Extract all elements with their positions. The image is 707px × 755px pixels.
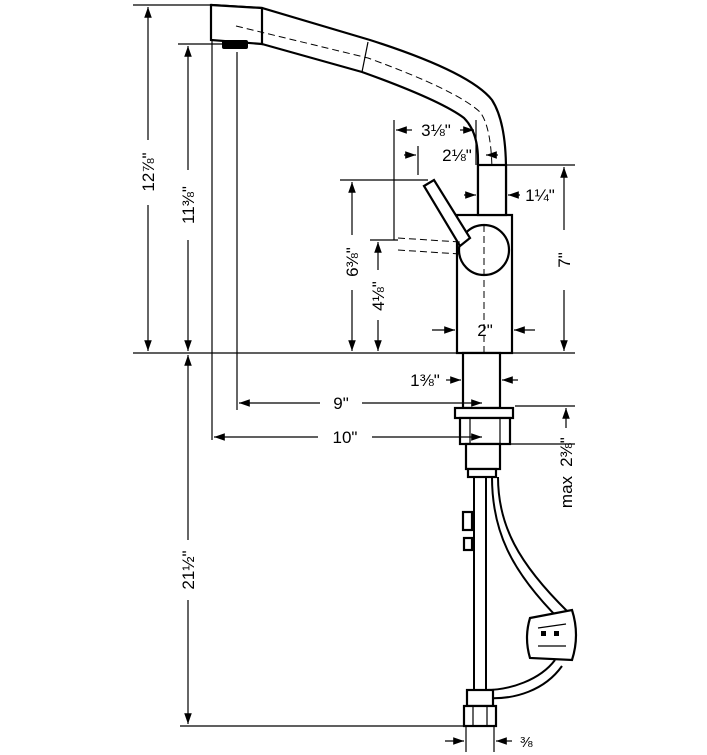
faucet-neck <box>476 163 508 217</box>
supply-fitting <box>465 688 495 708</box>
hose-clip <box>461 510 474 532</box>
hose-clip-2 <box>462 536 474 552</box>
hose-weight <box>525 608 578 662</box>
aerator <box>222 40 248 49</box>
dimension-labels: 12⅞" 11⅜" 6⅜" 4⅛" 7" 3⅛" 2⅛" 1¼" 2" 1⅜" … <box>139 121 576 751</box>
dim-lever-reach: 3⅛" <box>421 121 451 140</box>
dimension-lines <box>133 4 575 752</box>
shank-collar <box>466 467 498 479</box>
dim-body-diameter: 2" <box>477 321 493 340</box>
dim-shank-diameter: 1⅜" <box>410 371 440 390</box>
dim-lever-top-height: 6⅜" <box>343 247 362 277</box>
pullout-hose-return <box>485 659 556 691</box>
spray-head <box>209 3 264 46</box>
lever-alt-position <box>397 237 461 255</box>
faucet-below-deck <box>453 351 578 728</box>
lever-handle <box>422 178 472 248</box>
spout-outline-outer <box>210 3 508 215</box>
shank <box>461 351 502 410</box>
dim-lever-axis-height: 4⅛" <box>369 281 388 311</box>
dim-body-height: 7" <box>555 252 574 268</box>
dim-deck-thickness-label: max <box>557 475 576 508</box>
dim-reach-tip: 10" <box>333 428 358 447</box>
dim-reach-aerator: 9" <box>333 394 349 413</box>
dim-connection-size: ⅜ <box>520 734 533 751</box>
dim-lever-offset: 2⅛" <box>442 146 472 165</box>
dim-deck-thickness-value: 2⅜" <box>557 437 576 467</box>
mounting-washer <box>453 406 515 420</box>
spout-outline-inner <box>261 42 480 215</box>
dim-below-deck-length: 21½" <box>179 550 198 589</box>
dim-spout-diameter: 1¼" <box>525 186 555 205</box>
dim-overall-height: 12⅞" <box>139 152 158 191</box>
pullout-hose-loop <box>491 476 561 621</box>
faucet-above-deck <box>209 3 514 355</box>
spout-centerline <box>235 25 493 176</box>
lower-shank <box>464 442 502 471</box>
supply-nut <box>462 704 498 728</box>
dim-spout-height: 11⅜" <box>179 186 198 224</box>
mounting-nut <box>458 416 512 446</box>
